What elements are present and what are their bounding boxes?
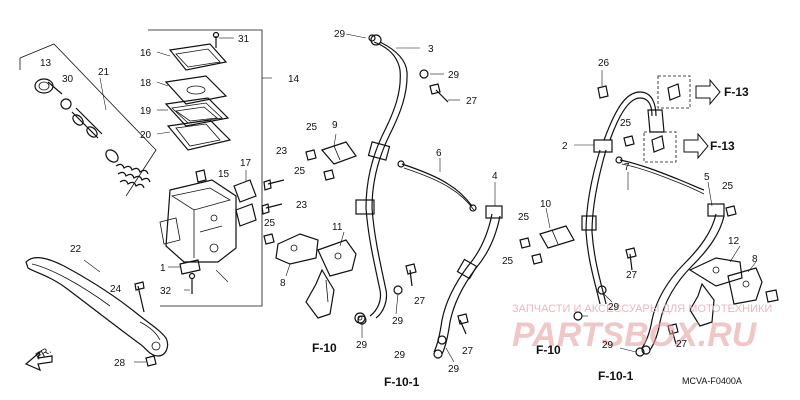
callout-25-b: 25 — [294, 166, 306, 177]
callout-29-b: 29 — [448, 70, 460, 81]
brake-pipe-6 — [397, 160, 477, 212]
callout-26: 26 — [598, 58, 610, 69]
callout-25-f: 25 — [620, 118, 632, 129]
callout-14: 14 — [288, 74, 300, 85]
callout-11: 11 — [332, 222, 343, 233]
callout-25-c: 25 — [264, 218, 276, 229]
callout-9: 9 — [332, 120, 338, 131]
callout-29-f: 29 — [448, 364, 460, 375]
callout-18: 18 — [140, 78, 152, 89]
callout-16: 16 — [140, 48, 152, 59]
callout-25-a: 25 — [306, 122, 318, 133]
diagram-code: MCVA-F0400A — [682, 376, 742, 386]
callout-13: 13 — [40, 58, 52, 69]
callout-29-a: 29 — [334, 29, 346, 40]
ref-f13-lower: F-13 — [710, 139, 735, 153]
watermark-tagline: ЗАПЧАСТИ И АКСЕССУАРЫ ДЛЯ МОТОТЕХНИКИ — [512, 303, 772, 315]
section-references: F-13 F-13 F-10 F-10 F-10-1 F-10-1 — [312, 85, 749, 389]
callout-30: 30 — [62, 74, 74, 85]
callout-27-c: 27 — [462, 346, 474, 357]
callout-1: 1 — [160, 263, 166, 274]
callout-32: 32 — [160, 286, 172, 297]
arrow-right-icon — [695, 78, 721, 106]
callout-31: 31 — [238, 34, 250, 45]
watermark-brand: PARTSBOX.RU — [512, 316, 758, 354]
callout-23-lower: 23 — [296, 200, 308, 211]
callout-2: 2 — [562, 141, 568, 152]
brake-hose-4 — [433, 205, 503, 359]
master-cylinder-body — [165, 179, 237, 263]
brake-lever — [24, 257, 169, 372]
brake-hose-5 — [641, 203, 725, 355]
callout-4: 4 — [492, 171, 498, 182]
ref-f10-1-left: F-10-1 — [384, 375, 420, 389]
ref-f10-1-right: F-10-1 — [598, 369, 634, 383]
joint-bracket-8-11 — [275, 233, 357, 319]
callout-29-c: 29 — [392, 316, 404, 327]
f13-connection-lower — [643, 131, 709, 163]
callout-29-e: 29 — [394, 350, 406, 361]
f13-connection-upper — [657, 75, 721, 109]
callout-27-d: 27 — [626, 270, 638, 281]
assembly-bracket-14 — [148, 29, 263, 307]
callout-27-a: 27 — [466, 96, 478, 107]
diaphragm — [164, 97, 230, 127]
callout-3: 3 — [428, 44, 434, 55]
gasket — [166, 119, 232, 151]
callout-8-right: 8 — [752, 254, 758, 265]
callout-25-d: 25 — [518, 212, 530, 223]
callout-7: 7 — [624, 162, 630, 173]
callout-22: 22 — [70, 244, 82, 255]
master-cylinder-group — [19, 29, 272, 307]
callout-21: 21 — [98, 67, 110, 78]
callout-6: 6 — [436, 148, 442, 159]
callout-8-left: 8 — [280, 278, 286, 289]
callout-10: 10 — [540, 199, 552, 210]
callout-24: 24 — [110, 284, 122, 295]
joint-bracket-12 — [688, 257, 763, 327]
front-marker-label: FR. — [34, 345, 53, 363]
leader-lines — [156, 33, 757, 363]
callout-29-g: 29 — [608, 302, 620, 313]
bolts — [261, 34, 779, 357]
arrow-right-icon — [683, 132, 709, 160]
callout-29-d: 29 — [356, 340, 368, 351]
callout-29-h: 29 — [602, 340, 614, 351]
watermark: ЗАПЧАСТИ И АКСЕССУАРЫ ДЛЯ МОТОТЕХНИКИ PA… — [512, 303, 772, 354]
reservoir-cap — [168, 43, 228, 71]
brake-hose-2 — [581, 91, 665, 305]
brake-pipe-7 — [615, 156, 705, 195]
callout-12: 12 — [728, 236, 740, 247]
ref-f10-left: F-10 — [312, 341, 337, 355]
switch-boot — [233, 179, 257, 203]
brake-hose-upper — [354, 34, 408, 324]
callout-20: 20 — [140, 130, 152, 141]
front-arrow-icon — [24, 350, 53, 372]
callout-19: 19 — [140, 106, 152, 117]
ref-f10-right: F-10 — [536, 343, 561, 357]
callout-5: 5 — [704, 172, 710, 183]
ref-f13-upper: F-13 — [724, 85, 749, 99]
hose-clamp-10 — [539, 225, 575, 249]
diaphragm-plate — [164, 75, 228, 105]
piston-boot — [34, 78, 54, 94]
callout-28: 28 — [114, 358, 126, 369]
callout-25-e: 25 — [502, 256, 514, 267]
callout-27-e: 27 — [676, 339, 688, 350]
callout-23-upper: 23 — [276, 146, 288, 157]
callout-labels: 1 2 3 4 5 6 7 8 8 9 10 11 12 13 14 15 16… — [40, 29, 758, 375]
piston-kit-bracket — [19, 43, 157, 197]
callout-15: 15 — [218, 169, 230, 180]
callout-25-g: 25 — [722, 181, 734, 192]
callout-27-b: 27 — [414, 296, 426, 307]
callout-17: 17 — [240, 158, 252, 169]
hose-clamp-9 — [320, 141, 357, 165]
